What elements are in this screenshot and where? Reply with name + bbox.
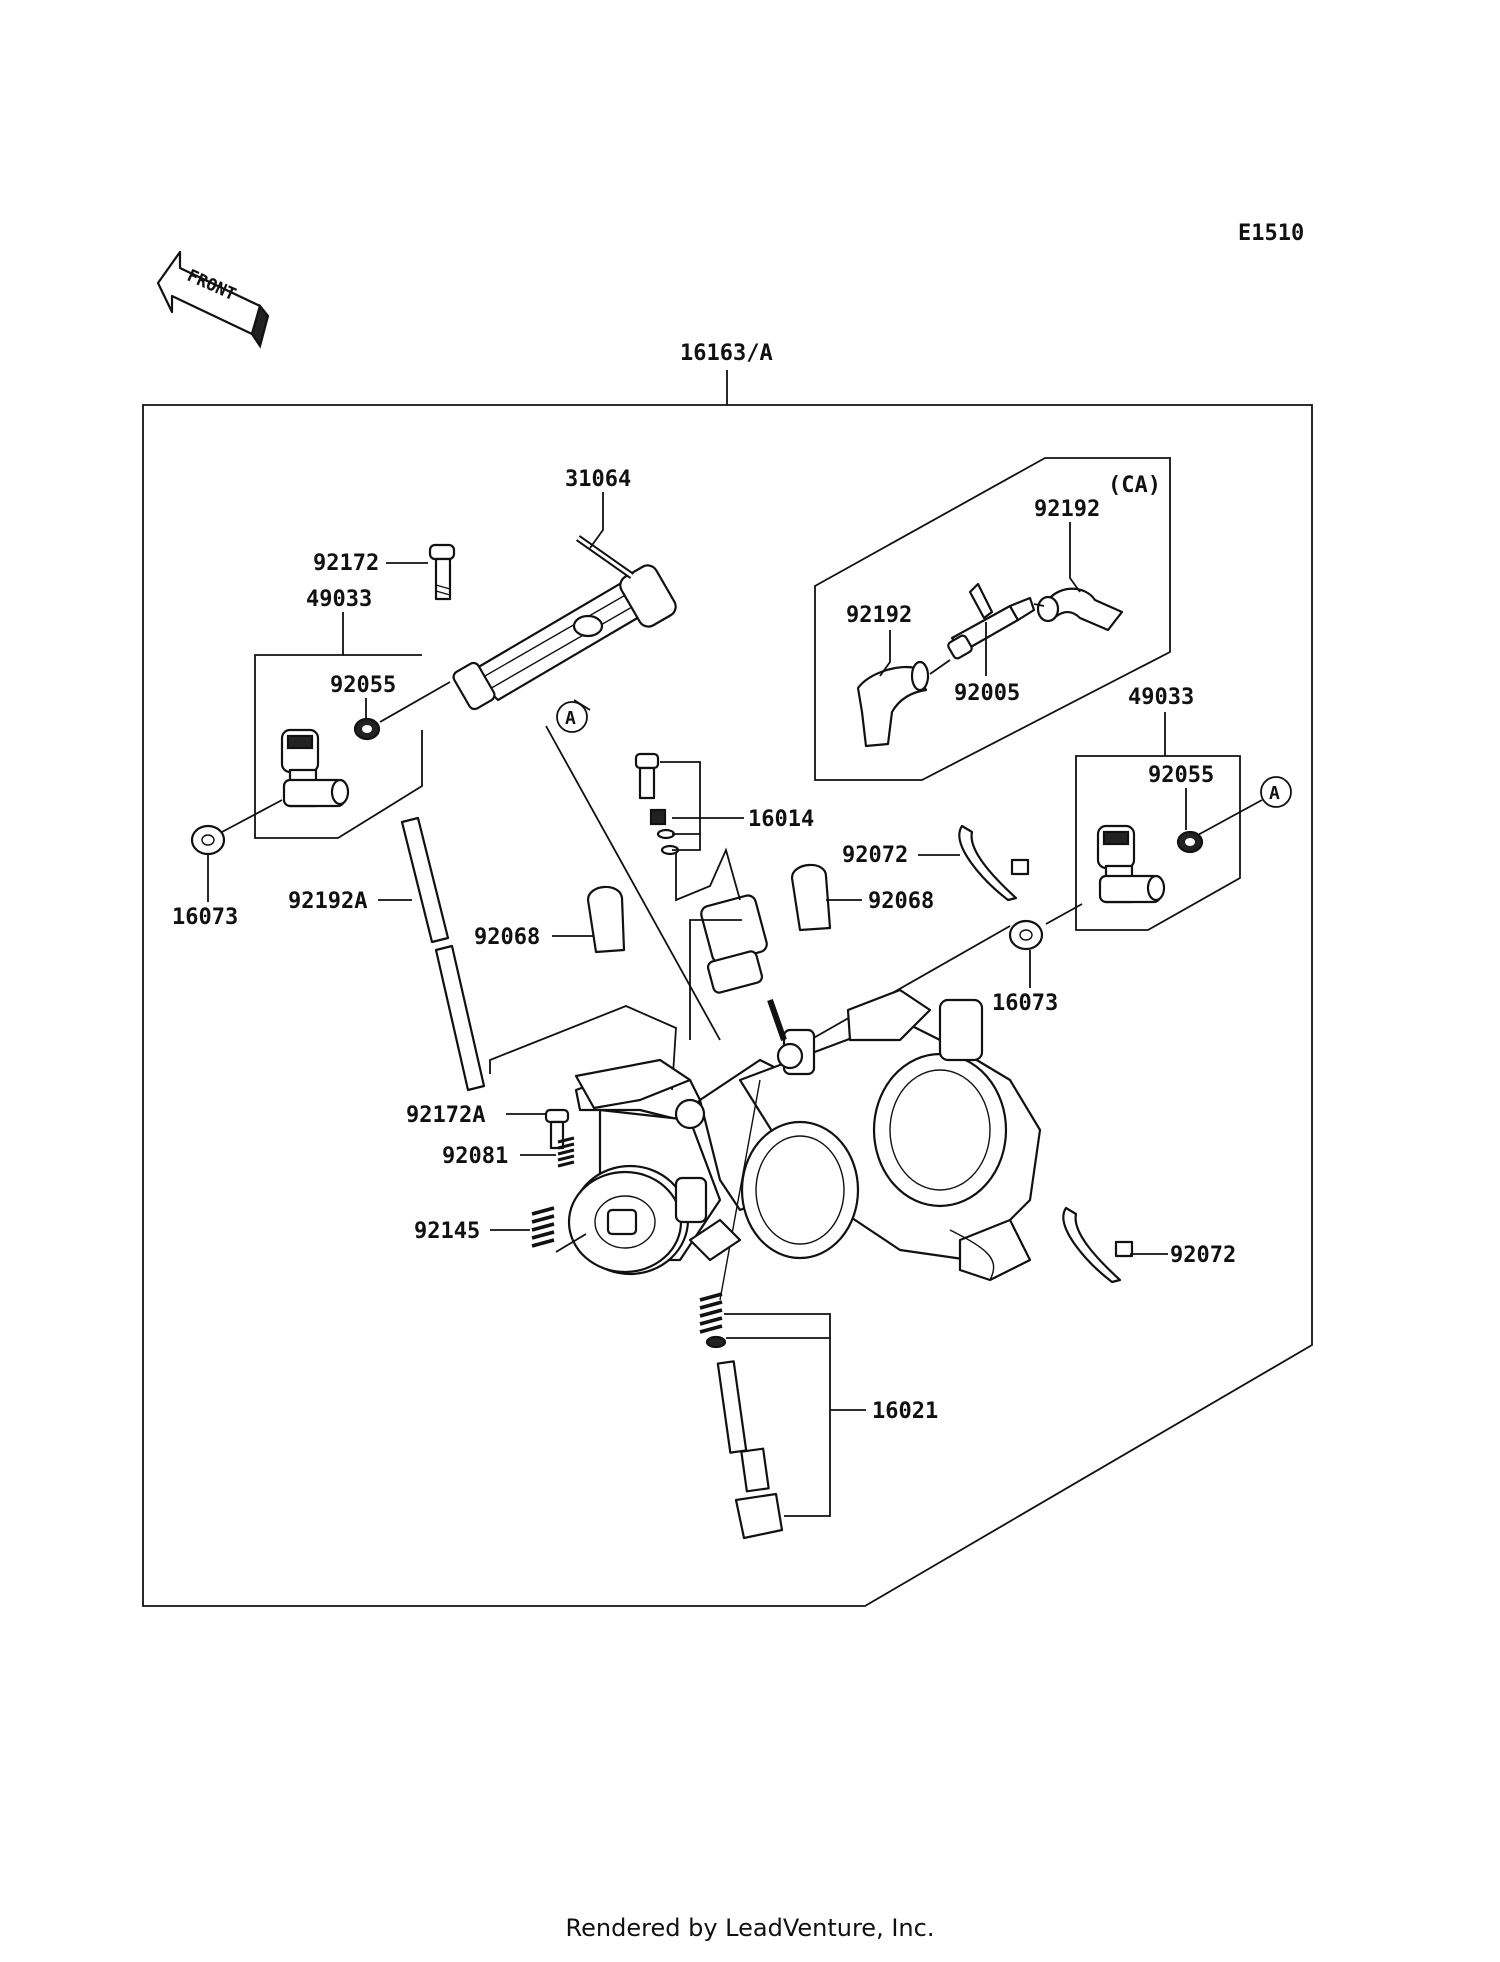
front-arrow-icon: FRONT xyxy=(156,250,270,349)
footer-credit: Rendered by LeadVenture, Inc. xyxy=(565,1914,935,1942)
label-92192-left: 92192 xyxy=(846,603,912,628)
cap-92068-right-part xyxy=(790,863,832,932)
ca-kit-border xyxy=(814,457,1171,781)
label-49033-left: 49033 xyxy=(306,587,372,612)
label-92145: 92145 xyxy=(414,1219,480,1244)
screw-set-16014-part xyxy=(634,752,680,856)
band-92072-top-part xyxy=(958,824,1030,902)
label-92172: 92172 xyxy=(313,551,379,576)
ref-a-left-marker xyxy=(556,701,588,733)
washer-left-part xyxy=(190,824,226,856)
label-92055-right: 92055 xyxy=(1148,763,1214,788)
label-31064: 31064 xyxy=(565,467,631,492)
spring-92081-part xyxy=(557,1136,575,1168)
label-92172a: 92172A xyxy=(406,1103,485,1128)
band-92072-bottom-part xyxy=(1062,1206,1134,1284)
label-92068-left: 92068 xyxy=(474,925,540,950)
label-92081: 92081 xyxy=(442,1144,508,1169)
diagram-code: E1510 xyxy=(1238,221,1304,246)
assembly-label: 16163/A xyxy=(680,341,773,366)
label-92192-top: 92192 xyxy=(1034,497,1100,522)
hose-92192a-part xyxy=(400,816,486,1092)
label-16073-right: 16073 xyxy=(992,991,1058,1016)
ref-a-left-label: A xyxy=(565,708,576,729)
label-16073-left: 16073 xyxy=(172,905,238,930)
spring-92145-part xyxy=(531,1206,555,1248)
label-92072-bottom: 92072 xyxy=(1170,1243,1236,1268)
label-92072-top: 92072 xyxy=(842,843,908,868)
screw-92172a-part xyxy=(544,1108,570,1150)
washer-right-part xyxy=(1008,919,1044,951)
sensor-connector-part xyxy=(700,894,787,1041)
tee-92005-part xyxy=(947,582,1036,660)
label-16021: 16021 xyxy=(872,1399,938,1424)
label-16014: 16014 xyxy=(748,807,814,832)
hose-92192-left-part xyxy=(856,660,930,748)
label-92192a: 92192A xyxy=(288,889,367,914)
cap-92068-left-part xyxy=(586,885,626,954)
label-49033-right: 49033 xyxy=(1128,685,1194,710)
injector-left-part xyxy=(280,728,350,808)
fuel-rail-part xyxy=(452,535,677,711)
ref-a-right-marker xyxy=(1260,776,1292,808)
ref-a-right-label: A xyxy=(1269,783,1280,804)
hose-92192-top-part xyxy=(1036,587,1124,632)
ca-kit-label: (CA) xyxy=(1108,473,1161,498)
injector-right-part xyxy=(1096,824,1166,904)
label-92055-left: 92055 xyxy=(330,673,396,698)
assembly-border xyxy=(142,404,1313,1607)
idle-screw-16021-part xyxy=(699,1292,784,1540)
label-92068-right: 92068 xyxy=(868,889,934,914)
label-92005: 92005 xyxy=(954,681,1020,706)
screw-92172-part xyxy=(428,543,456,601)
throttle-cam-part xyxy=(567,1058,742,1274)
